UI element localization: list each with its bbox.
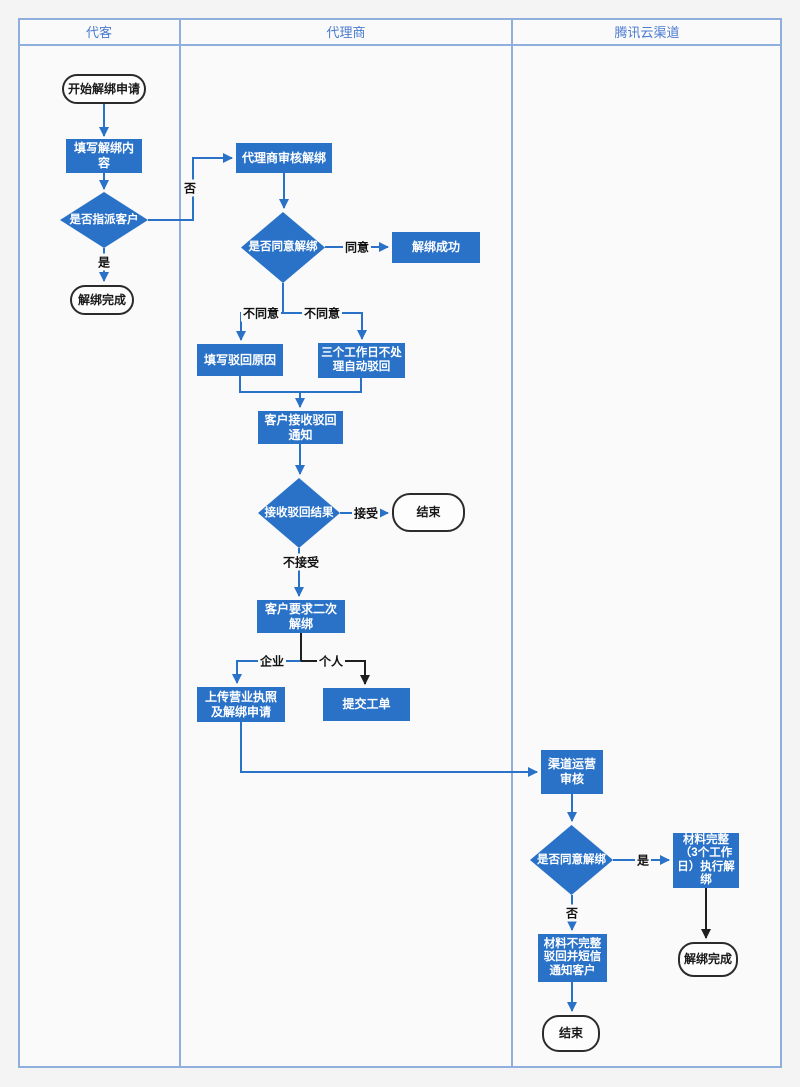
swimlane-frame — [18, 18, 782, 1068]
unbind-success-step: 解绑成功 — [392, 232, 480, 263]
edge-label-enterprise: 企业 — [257, 652, 287, 670]
edge-label-disagree-right: 不同意 — [301, 304, 343, 322]
second-unbind-request-step: 客户要求二次解绑 — [257, 600, 345, 633]
unbind-complete-terminator-left: 解绑完成 — [70, 285, 134, 315]
edge-label-disagree-left: 不同意 — [240, 304, 282, 322]
receive-reject-notice-step: 客户接收驳回通知 — [258, 411, 343, 444]
lane-header-tencent-channel: 腾讯云渠道 — [614, 25, 680, 40]
edge-label-yes-1: 是 — [95, 253, 113, 271]
material-incomplete-reject-step: 材料不完整驳回并短信通知客户 — [538, 934, 607, 982]
material-complete-execute-step: 材料完整（3个工作日）执行解绑 — [673, 833, 739, 888]
edge-label-no-1: 否 — [181, 179, 199, 197]
lane-header-agent: 代理商 — [326, 25, 366, 40]
channel-ops-review-step: 渠道运营审核 — [541, 750, 603, 794]
lane-divider-2 — [511, 18, 513, 1068]
unbind-complete-terminator-right: 解绑完成 — [678, 942, 738, 977]
agent-review-step: 代理商审核解绑 — [236, 143, 332, 173]
edge-label-personal: 个人 — [316, 652, 346, 670]
auto-reject-step: 三个工作日不处理自动驳回 — [318, 343, 405, 378]
edge-label-not-accept: 不接受 — [280, 553, 322, 571]
fill-reject-reason-step: 填写驳回原因 — [197, 344, 283, 376]
end-terminator-bottom: 结束 — [542, 1015, 600, 1052]
end-terminator-mid: 结束 — [392, 493, 465, 532]
lane-divider-1 — [179, 18, 181, 1068]
fill-unbind-content-step: 填写解绑内容 — [66, 139, 142, 173]
lane-header-customer: 代客 — [85, 25, 112, 40]
black-connectors — [300, 633, 711, 939]
upload-license-step: 上传营业执照及解绑申请 — [197, 687, 285, 722]
edge-label-no-2: 否 — [563, 904, 581, 922]
submit-ticket-step: 提交工单 — [323, 688, 410, 721]
edge-label-yes-2: 是 — [634, 851, 652, 869]
lane-header-separator — [18, 44, 782, 46]
edge-label-accept: 接受 — [351, 504, 381, 522]
start-terminator: 开始解绑申请 — [62, 74, 146, 104]
edge-label-agree: 同意 — [342, 238, 372, 256]
